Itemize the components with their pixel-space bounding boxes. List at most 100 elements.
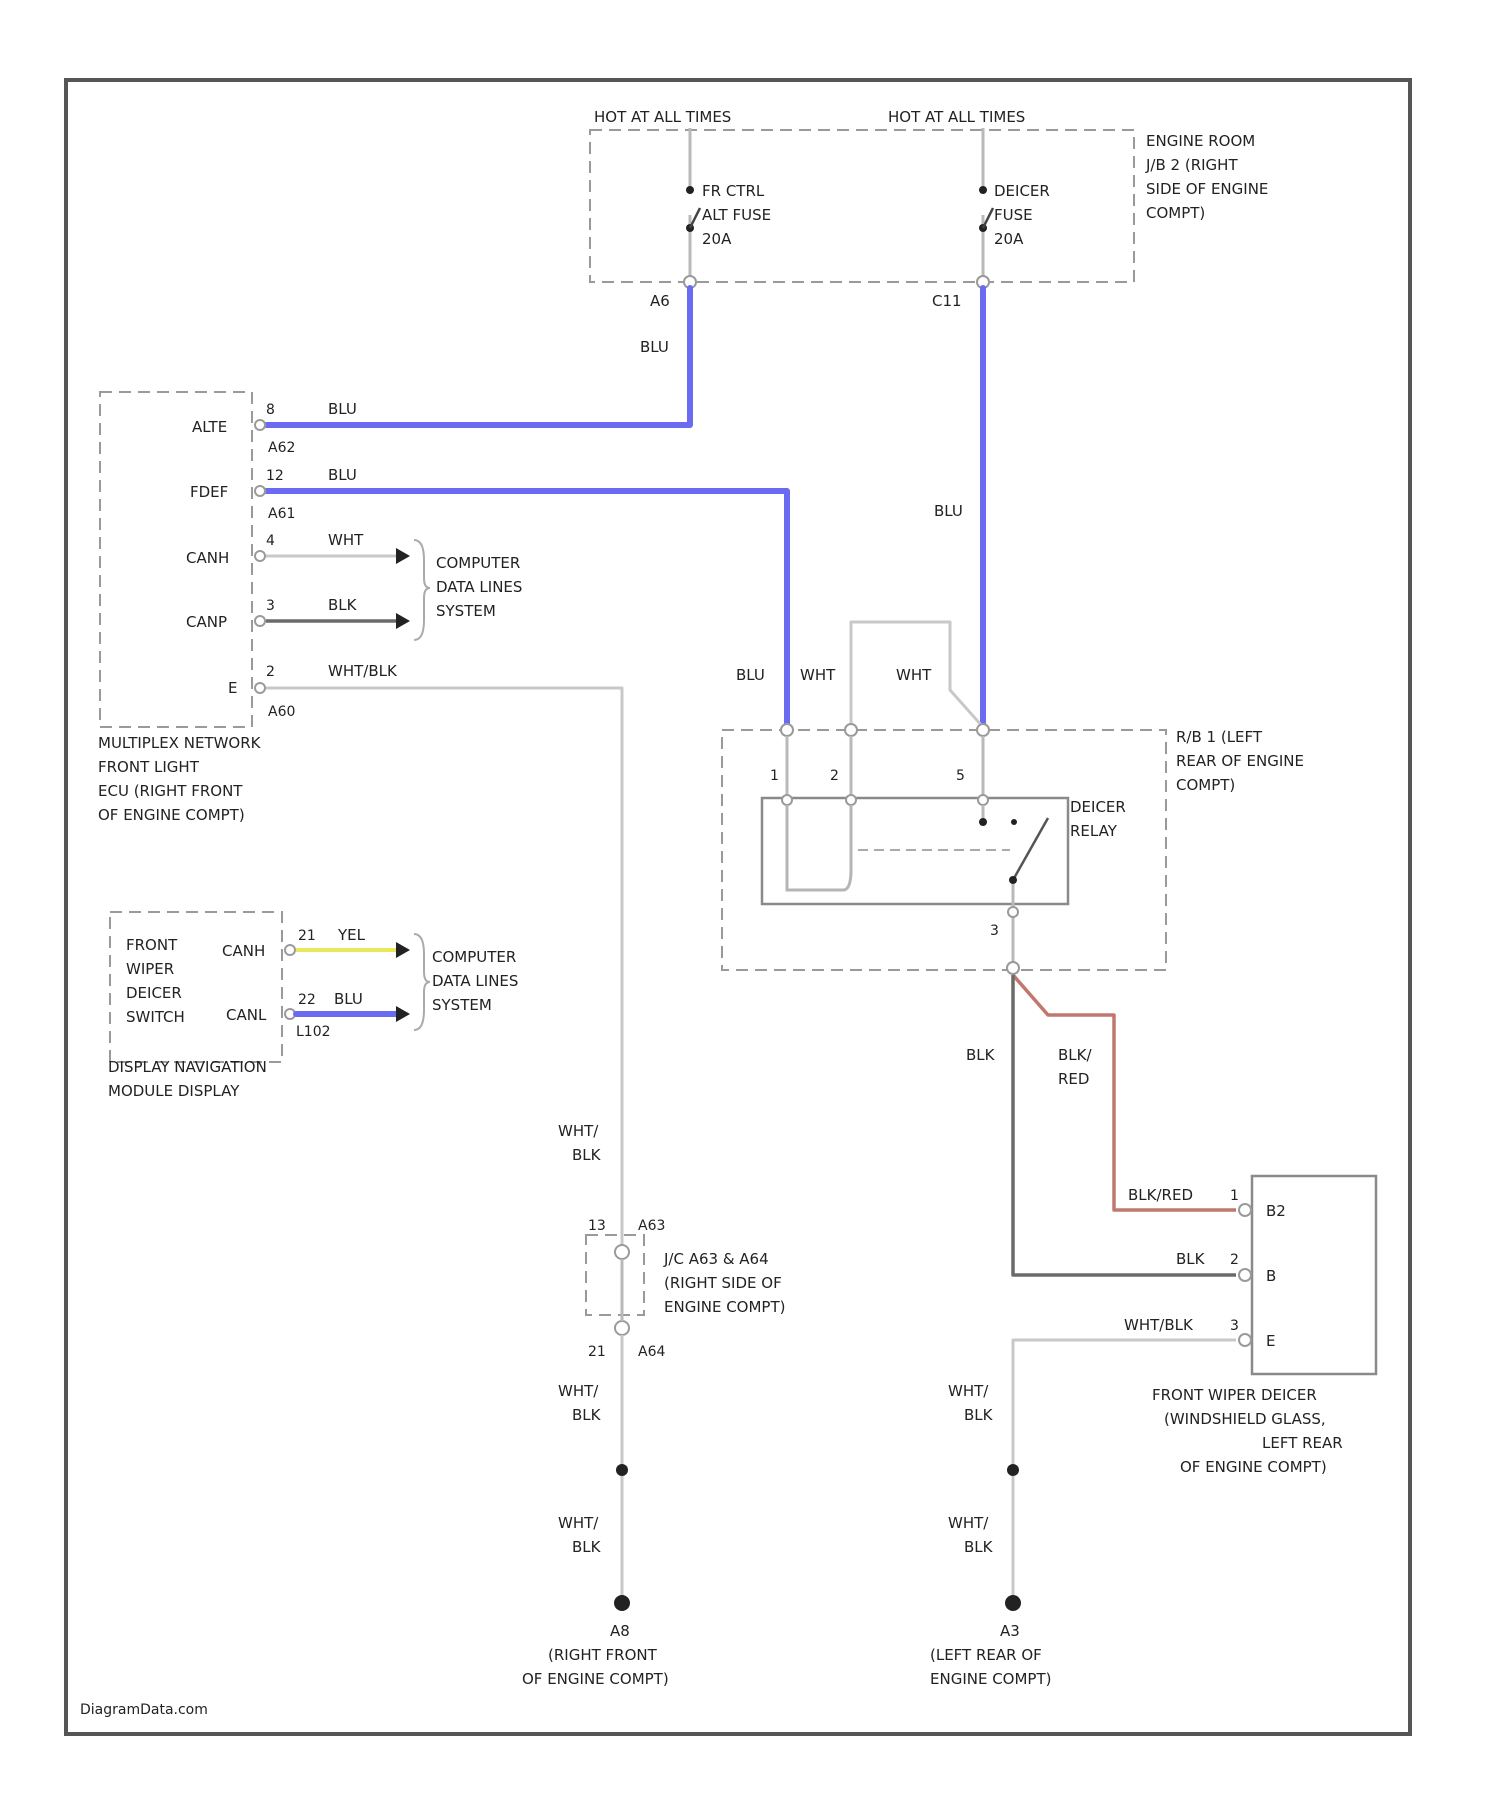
- right-power-header: HOT AT ALL TIMES: [888, 108, 1025, 126]
- relay-coil-icon: [787, 805, 851, 890]
- relay-pin-top-2: [845, 724, 857, 736]
- relay-pin-top-1: [781, 724, 793, 736]
- jb2-label-line2: J/B 2 (RIGHT: [1145, 156, 1238, 174]
- ecu-pin-canp: CANP: [186, 613, 227, 631]
- deicer-num-2: 2: [1230, 1252, 1239, 1268]
- ecu-label-line4: OF ENGINE COMPT): [98, 806, 245, 824]
- wire-ecu-ground-whtblk: [266, 688, 622, 1250]
- ecu-label-line1: MULTIPLEX NETWORK: [98, 734, 262, 752]
- ground-a8-line1: (RIGHT FRONT: [548, 1646, 658, 1664]
- relay-pin-num-3: 3: [990, 923, 999, 939]
- ecu-pin-marker-e: [255, 683, 265, 693]
- jc-top-conn: A63: [638, 1218, 665, 1234]
- relay-body-pin-5: [978, 795, 988, 805]
- arrow-switch-canh-icon: [396, 942, 410, 958]
- right-fuse-line1: DEICER: [994, 182, 1050, 200]
- ecu-num-4: 4: [266, 533, 275, 549]
- jc-bottom-conn: A64: [638, 1344, 665, 1360]
- alte-wire-color: BLU: [328, 400, 357, 418]
- relay-contact-top: [979, 818, 987, 826]
- left-ground-upper-line2: BLK: [572, 1406, 602, 1424]
- jc-top-num: 13: [588, 1218, 606, 1234]
- jc-bottom-pin: [615, 1321, 629, 1335]
- jc-top-wire-line2: BLK: [572, 1146, 602, 1164]
- jb2-label-line3: SIDE OF ENGINE: [1146, 180, 1268, 198]
- relay-out-blkred-line2: RED: [1058, 1070, 1089, 1088]
- deicer-pin-marker-e: [1239, 1334, 1251, 1346]
- relay-body-pin-3: [1008, 907, 1018, 917]
- right-fuse-contact-top: [979, 186, 987, 194]
- right-fuse-line3: 20A: [994, 230, 1024, 248]
- wire-fdef-relay-label: BLU: [736, 666, 765, 684]
- wire-alte-top-label: BLU: [640, 338, 669, 356]
- jb2-label-line1: ENGINE ROOM: [1146, 132, 1255, 150]
- ecu-cdl-line3: SYSTEM: [436, 602, 496, 620]
- ecu-pin-alte: ALTE: [192, 418, 227, 436]
- ecu-cdl-line1: COMPUTER: [436, 554, 520, 572]
- deicer-num-1: 1: [1230, 1188, 1239, 1204]
- jc-bottom-num: 21: [588, 1344, 606, 1360]
- relay-pin-top-5: [977, 724, 989, 736]
- ground-a8-line2: OF ENGINE COMPT): [522, 1670, 669, 1688]
- ecu-num-8: 8: [266, 402, 275, 418]
- ecu-connector-a61: A61: [268, 506, 295, 522]
- switch-cdl-line3: SYSTEM: [432, 996, 492, 1014]
- relay-name-line2: RELAY: [1070, 822, 1118, 840]
- brace-ecu-icon: [414, 540, 430, 640]
- switch-num-21: 21: [298, 928, 316, 944]
- switch-label-line4: SWITCH: [126, 1008, 185, 1026]
- switch-pin-marker-canh: [285, 945, 295, 955]
- relay-pin-num-1: 1: [770, 768, 779, 784]
- deicer-num-3: 3: [1230, 1318, 1239, 1334]
- deicer-pin-b: B: [1266, 1267, 1276, 1285]
- ecu-label-line2: FRONT LIGHT: [98, 758, 200, 776]
- deicer-pin-b2: B2: [1266, 1202, 1286, 1220]
- ecu-num-2: 2: [266, 664, 275, 680]
- jc-label-line3: ENGINE COMPT): [664, 1298, 786, 1316]
- jb2-label-line4: COMPT): [1146, 204, 1205, 222]
- ecu-pin-marker-canp: [255, 616, 265, 626]
- relay-wire-wht-right: WHT: [896, 666, 932, 684]
- relay-contact-common: [1009, 876, 1017, 884]
- ecu-pin-marker-canh: [255, 551, 265, 561]
- wire-deicer-fuse-label: BLU: [934, 502, 963, 520]
- relay-wire-wht-left: WHT: [800, 666, 836, 684]
- switch-canl-color: BLU: [334, 990, 363, 1008]
- left-power-header: HOT AT ALL TIMES: [594, 108, 731, 126]
- relay-pin-num-2: 2: [830, 768, 839, 784]
- module-label-line1: DISPLAY NAVIGATION: [108, 1058, 267, 1076]
- deicer-label-line1: FRONT WIPER DEICER: [1152, 1386, 1317, 1404]
- relay-contact-nc: [1011, 819, 1017, 825]
- arrow-canh-icon: [396, 548, 410, 564]
- left-fuse-pin-label: A6: [650, 292, 670, 310]
- right-fuse-line2: FUSE: [994, 206, 1033, 224]
- ecu-connector-a62: A62: [268, 440, 295, 456]
- relay-switch-arm: [1013, 818, 1048, 880]
- switch-label-line1: FRONT: [126, 936, 178, 954]
- engine-room-jb2-box: [590, 130, 1134, 282]
- switch-cdl-line2: DATA LINES: [432, 972, 518, 990]
- ecu-num-12: 12: [266, 468, 284, 484]
- fdef-wire-color: BLU: [328, 466, 357, 484]
- relay-out-blk-label: BLK: [966, 1046, 996, 1064]
- jc-top-pin: [615, 1245, 629, 1259]
- ecu-pin-fdef: FDEF: [190, 483, 228, 501]
- switch-pin-canl: CANL: [226, 1006, 267, 1024]
- watermark: DiagramData.com: [80, 1702, 208, 1718]
- ecu-connector-a60: A60: [268, 704, 295, 720]
- deicer-pin-e: E: [1266, 1332, 1275, 1350]
- wire-blkred: [1013, 975, 1236, 1210]
- left-ground-upper-line1: WHT/: [558, 1382, 599, 1400]
- ecu-cdl-line2: DATA LINES: [436, 578, 522, 596]
- deicer-ground-lower-line1: WHT/: [948, 1514, 989, 1532]
- module-label-line2: MODULE DISPLAY: [108, 1082, 240, 1100]
- relay-name-line1: DEICER: [1070, 798, 1126, 816]
- switch-num-22: 22: [298, 992, 316, 1008]
- ecu-num-3: 3: [266, 598, 275, 614]
- diagram-frame: [66, 80, 1410, 1734]
- arrow-switch-canl-icon: [396, 1006, 410, 1022]
- left-ground-lower-line1: WHT/: [558, 1514, 599, 1532]
- ground-a3-line2: ENGINE COMPT): [930, 1670, 1052, 1688]
- jc-label-line1: J/C A63 & A64: [663, 1250, 769, 1268]
- deicer-label-line2: (WINDSHIELD GLASS,: [1164, 1410, 1326, 1428]
